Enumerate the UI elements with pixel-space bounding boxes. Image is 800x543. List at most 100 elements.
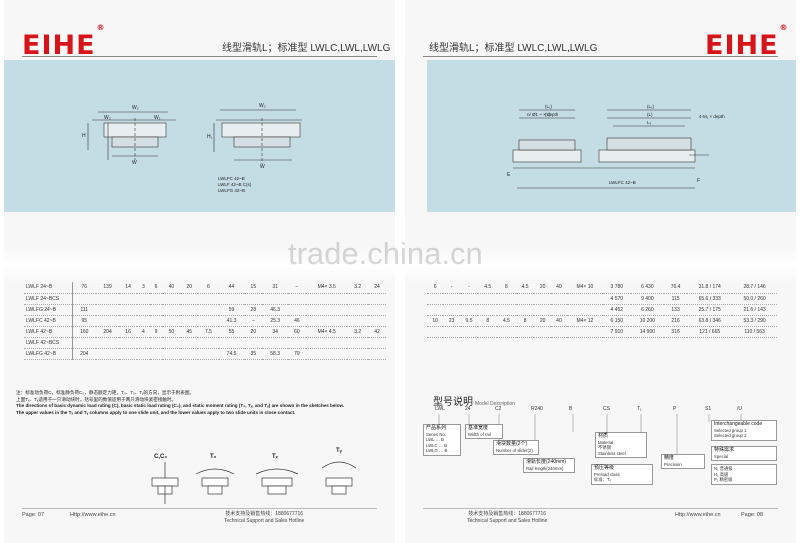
table-cell: 21.6 / 143 xyxy=(732,304,777,316)
table-cell xyxy=(567,304,603,316)
header-divider xyxy=(423,56,778,57)
table-row: LWLF 24~BCS xyxy=(24,293,386,305)
model-part: P xyxy=(673,406,677,412)
table-cell xyxy=(550,326,568,338)
table-cell xyxy=(497,304,516,316)
box-title: 基准宽度 xyxy=(468,425,489,431)
box-item: N₁ 普通级 xyxy=(714,466,733,471)
series-label-list: LWLFC 42~B LWLF 42~B C(s) LWLFG 42~B xyxy=(218,176,251,194)
footer-url[interactable]: Http://www.eihe.cn xyxy=(70,512,116,518)
footer-hotline: 技术支持及销售热线：1880677716 Technical Support a… xyxy=(467,511,547,525)
table-cell xyxy=(367,304,386,316)
box-title: 滑块数量(2个) xyxy=(496,441,528,447)
table-cell: 3 xyxy=(137,282,150,294)
box-item: Stainless steel xyxy=(598,450,626,456)
box-item: LWLG … B xyxy=(426,448,448,454)
table-cell xyxy=(347,337,368,349)
table-cell xyxy=(534,304,551,316)
dim-label-e: E xyxy=(507,172,511,178)
table-cell xyxy=(119,337,138,349)
model-box-preload: 预压等级 Preload class 标准：T₀ xyxy=(591,464,653,485)
table-cell xyxy=(96,315,120,327)
model-part: C2 xyxy=(495,406,502,412)
table-cell xyxy=(162,337,181,349)
header-divider xyxy=(22,56,377,57)
table-cell: 8 xyxy=(515,315,535,327)
table-cell: 55 xyxy=(218,326,245,338)
table-cell: 59 xyxy=(218,304,245,316)
box-item: LWL … B xyxy=(426,437,444,443)
table-cell: 3.2 xyxy=(347,282,368,294)
page-number: Page: 07 xyxy=(22,512,45,518)
table-cell: M4× 4.5 xyxy=(305,326,348,338)
table-cell xyxy=(367,348,386,360)
table-cell: 4.5 xyxy=(515,282,535,294)
model-part: LWL xyxy=(435,406,445,412)
table-cell: 50 xyxy=(162,326,181,338)
table-cell: 15 xyxy=(244,282,263,294)
model-heading-en: Model Description xyxy=(475,401,516,407)
table-cell: 20 xyxy=(244,326,263,338)
table-cell xyxy=(367,315,386,327)
table-cell xyxy=(198,293,219,305)
table-cell xyxy=(347,304,368,316)
dim-label-hole-left: n/ Ø1 ~ × depth xyxy=(527,112,559,117)
table-cell: 121 / 665 xyxy=(687,326,733,338)
dim-label-w3: W₃ xyxy=(104,115,111,121)
table-cell: 44 xyxy=(218,282,245,294)
moment-label-c: C,C₀ xyxy=(154,454,168,460)
box-title: 特殊需求 xyxy=(714,447,735,453)
dim-label-l-right: (L) xyxy=(647,112,653,117)
table-cell: LWLFG 42~B xyxy=(24,348,72,360)
series-label: LWLFC 42~B xyxy=(218,176,245,181)
table-cell: 76 xyxy=(71,282,97,294)
table-cell: 63.8 / 346 xyxy=(687,315,733,327)
note-cn-2: 上面Tₓ、Tᵧ适用于一只滑动块时，括号里的数值适用于两只滑动块紧密接触时。 xyxy=(16,396,177,402)
model-part: /U xyxy=(737,406,742,412)
table-cell: - xyxy=(459,282,479,294)
dim-label-w1: W₁ xyxy=(154,115,161,121)
table-cell xyxy=(478,304,498,316)
table-cell: 65.6 / 333 xyxy=(687,293,733,305)
table-cell: – xyxy=(287,282,306,294)
table-cell: 14 xyxy=(119,282,138,294)
table-cell xyxy=(180,304,199,316)
watermark: trade.china.cn xyxy=(288,236,483,271)
table-cell xyxy=(244,337,263,349)
moment-direction-diagrams: C,C₀ T₀ Tₓ Tᵧ xyxy=(144,448,384,510)
table-cell xyxy=(180,337,199,349)
footer-url[interactable]: Http://www.eihe.cn xyxy=(675,512,721,518)
table-cell: 14 900 xyxy=(630,326,664,338)
table-cell: 40 xyxy=(550,315,568,327)
note-cn-1: 注：标准动负荷C，标准静负荷C₀，静态额定力矩，T₀、Tₓ、Tᵧ的方向，显示于附… xyxy=(16,390,195,395)
table-cell: LWLF 24~BCS xyxy=(24,293,72,305)
table-cell: 9.5 xyxy=(459,315,479,327)
table-cell: 3.2 xyxy=(347,326,368,338)
page-number: Page: 08 xyxy=(741,512,764,518)
box-title: 预压等级 xyxy=(594,465,615,471)
series-label: LWLFC 42~B xyxy=(609,180,636,185)
table-cell: 20 xyxy=(534,282,551,294)
table-cell: M4× 3.5 xyxy=(305,282,348,294)
table-cell xyxy=(443,326,460,338)
table-cell: 58.3 xyxy=(262,348,288,360)
table-cell xyxy=(162,304,181,316)
dim-label-h1: H₁ xyxy=(207,134,213,140)
table-cell xyxy=(71,337,97,349)
table-cell: 41.3 xyxy=(218,315,245,327)
table-cell xyxy=(347,348,368,360)
table-cell: 133 xyxy=(663,304,688,316)
table-cell xyxy=(162,348,181,360)
table-cell: 25.7 / 175 xyxy=(687,304,733,316)
table-cell xyxy=(305,348,348,360)
table-cell: 28.7 / 146 xyxy=(732,282,777,294)
table-cell xyxy=(137,315,150,327)
table-cell xyxy=(137,304,150,316)
table-cell: 10 200 xyxy=(630,315,664,327)
table-cell: 8 xyxy=(497,282,516,294)
table-cell: 4 570 xyxy=(602,293,631,305)
